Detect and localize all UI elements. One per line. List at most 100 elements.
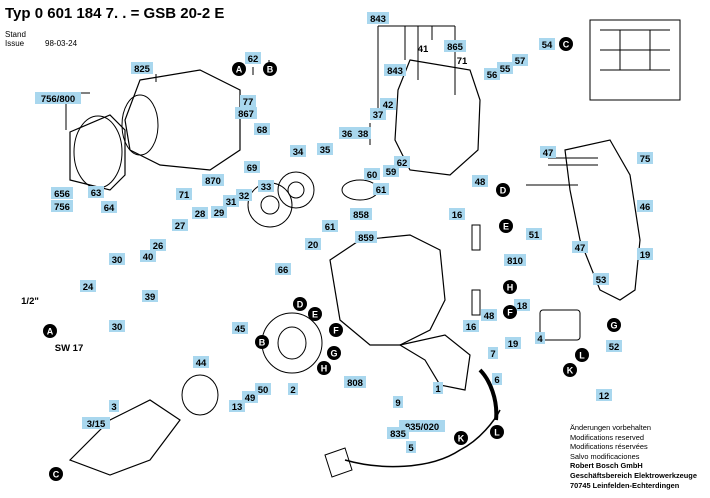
part-label: 4 — [535, 332, 545, 345]
footer-line: Modifications reserved — [570, 432, 644, 442]
part-label: 865 — [444, 40, 466, 53]
marker-circle — [263, 62, 277, 76]
part-label: 16 — [463, 320, 479, 333]
part-label: 56 — [484, 68, 500, 81]
part-label: 843 — [367, 12, 389, 25]
footer-line: Änderungen vorbehalten — [570, 423, 651, 432]
part-number: 44 — [196, 358, 207, 369]
part-label-box — [202, 174, 224, 186]
part-label: 69 — [244, 161, 260, 174]
part-number: 32 — [239, 191, 250, 202]
part-label-box — [240, 95, 256, 107]
diagram-title: Typ 0 601 184 7. . = GSB 20-2 E — [5, 5, 225, 22]
part-label-box — [82, 417, 110, 429]
part-label-box — [223, 195, 239, 207]
part-label-box — [150, 239, 166, 251]
part-label: 62 — [245, 52, 261, 65]
part-label: 68 — [254, 123, 270, 136]
marker-circle — [49, 467, 63, 481]
part-number: 51 — [529, 230, 540, 241]
part-label-box — [393, 396, 403, 408]
part-number: SW 17 — [55, 343, 84, 354]
part-number: 7 — [490, 349, 495, 360]
part-number: 19 — [640, 250, 651, 261]
part-label-box — [399, 420, 445, 432]
marker-letter: G — [330, 349, 337, 359]
part-label: 64 — [101, 201, 117, 214]
footer-notice: Änderungen vorbehalten Modifications res… — [570, 423, 710, 490]
part-number: 756/800 — [41, 94, 75, 105]
part-label-box — [51, 187, 73, 199]
part-label-box — [235, 107, 257, 119]
part-label: 30 — [109, 253, 125, 266]
part-number: 45 — [235, 324, 246, 335]
part-number: 47 — [575, 243, 586, 254]
part-number: 62 — [397, 158, 408, 169]
shaft-858-shape — [341, 179, 379, 201]
armature-shape — [68, 399, 181, 476]
marker-circle — [329, 323, 343, 337]
part-number: 2 — [290, 385, 295, 396]
marker-letter: G — [610, 321, 617, 331]
chuck-shape — [69, 114, 126, 191]
part-label: 49 — [242, 391, 258, 404]
part-label-box — [484, 68, 500, 80]
part-label: 41 — [418, 44, 429, 55]
part-label-box — [142, 290, 158, 302]
part-label-box — [255, 383, 271, 395]
part-label-box — [505, 337, 521, 349]
marker-circle — [308, 307, 322, 321]
part-number: 19 — [508, 339, 519, 350]
part-label-box — [526, 228, 542, 240]
part-label: 810 — [504, 254, 526, 267]
part-label: 44 — [193, 356, 209, 369]
marker-letter: D — [500, 186, 507, 196]
part-label-box — [488, 347, 498, 359]
part-label-box — [344, 376, 366, 388]
part-label: 57 — [512, 54, 528, 67]
part-label: 51 — [526, 228, 542, 241]
motor-housing-shape — [329, 234, 446, 346]
part-number: 53 — [596, 275, 607, 286]
part-label: 62 — [394, 156, 410, 169]
part-number: 37 — [373, 110, 384, 121]
part-number: 30 — [112, 322, 123, 333]
issue-label: Issue — [5, 39, 25, 48]
part-label: 2 — [288, 383, 298, 396]
part-label-box — [305, 238, 321, 250]
marker-letter: C — [53, 470, 60, 480]
footer-address: 70745 Leinfelden-Echterdingen — [570, 480, 680, 490]
part-label: 35 — [317, 143, 333, 156]
part-label: 756 — [51, 200, 73, 213]
part-label: 63 — [88, 186, 104, 199]
part-label-box — [245, 52, 261, 64]
part-label-box — [355, 231, 377, 243]
part-label-box — [572, 241, 588, 253]
marker-circle — [43, 324, 57, 338]
part-label: 858 — [350, 208, 372, 221]
part-number: 38 — [358, 129, 369, 140]
part-label: 24 — [80, 280, 96, 293]
part-number: 59 — [386, 167, 397, 178]
part-label-box — [394, 156, 410, 168]
part-label-box — [384, 64, 406, 76]
part-label: 77 — [240, 95, 256, 108]
part-label-box — [229, 400, 245, 412]
wiring-diagram-shape — [589, 19, 681, 101]
part-label: 42 — [380, 98, 396, 111]
part-number: 756 — [54, 202, 70, 213]
marker-letter: F — [507, 308, 513, 318]
part-label: SW 17 — [55, 343, 84, 354]
marker-circle — [454, 431, 468, 445]
part-number: 870 — [205, 176, 221, 187]
part-number: 56 — [487, 70, 498, 81]
part-label-box — [350, 208, 372, 220]
part-label-box — [504, 254, 526, 266]
part-number: 64 — [104, 203, 115, 214]
leader-47 — [526, 157, 598, 186]
part-number: 12 — [599, 391, 610, 402]
footer-company: Robert Bosch GmbH — [570, 461, 643, 471]
part-number: 825 — [134, 64, 151, 75]
part-label-box — [109, 253, 125, 265]
marker-letter: E — [503, 222, 509, 232]
